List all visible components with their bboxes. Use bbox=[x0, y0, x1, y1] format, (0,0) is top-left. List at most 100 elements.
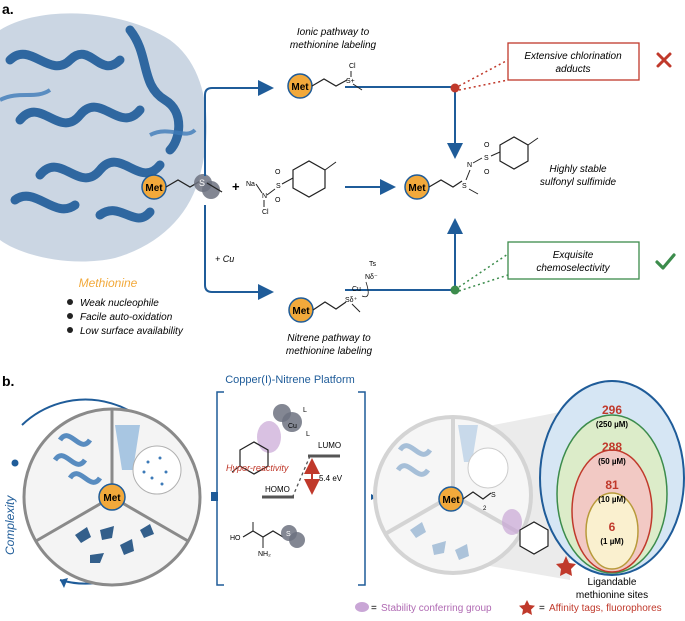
sites-conc-10: (10 µM) bbox=[598, 495, 626, 504]
legend-symbol-2: = bbox=[539, 603, 545, 614]
chemoselectivity-line1: Exquisite bbox=[553, 250, 594, 261]
copper-nitrene: L L Cu bbox=[231, 404, 310, 475]
svg-text:N: N bbox=[262, 193, 267, 200]
svg-text:O: O bbox=[275, 169, 281, 176]
chlorination-box bbox=[507, 42, 640, 81]
legend-text-stability: Stability conferring group bbox=[381, 603, 492, 614]
legend: = Stability conferring group = Affinity … bbox=[355, 600, 662, 615]
ionic-dotted-line bbox=[458, 59, 509, 87]
svg-text:Sδ⁺: Sδ⁺ bbox=[345, 297, 358, 304]
legend-symbol-1: = bbox=[371, 603, 377, 614]
hyper-reactivity-label: Hyper-reactivity bbox=[226, 463, 289, 473]
plus-cu-label: + Cu bbox=[215, 254, 234, 264]
bracket-marker bbox=[211, 492, 218, 501]
methionine-bullets: Weak nucleophile Facile auto-oxidation L… bbox=[67, 298, 184, 337]
nitrene-node bbox=[450, 285, 460, 295]
sites-count-250: 296 bbox=[602, 403, 622, 417]
bullet-low-availability: Low surface availability bbox=[80, 326, 184, 337]
met-label-nitrene: Met bbox=[292, 306, 310, 317]
svg-text:S: S bbox=[484, 155, 489, 162]
svg-text:S: S bbox=[286, 531, 291, 538]
svg-text:S+: S+ bbox=[346, 78, 355, 85]
ionic-node bbox=[450, 83, 460, 93]
legend-text-affinity: Affinity tags, fluorophores bbox=[549, 603, 662, 614]
svg-text:O: O bbox=[484, 142, 490, 149]
labeled-wheel: Met 2 S bbox=[373, 410, 576, 580]
svg-text:S: S bbox=[491, 492, 496, 499]
plus-sign: + bbox=[232, 179, 240, 194]
complexity-wheel: Met bbox=[11, 398, 202, 588]
sites-conc-250: (250 µM) bbox=[596, 420, 629, 429]
met-label-wheel: Met bbox=[103, 493, 121, 504]
affinity-star-icon bbox=[556, 556, 576, 576]
svg-text:Ts: Ts bbox=[369, 261, 377, 268]
nitrene-dotted-line bbox=[458, 253, 509, 288]
svg-text:Cu: Cu bbox=[352, 286, 361, 293]
svg-text:HO: HO bbox=[230, 535, 241, 542]
nitrene-pathway-line2: methionine labeling bbox=[286, 346, 373, 357]
panel-b-label: b. bbox=[2, 373, 14, 389]
nitrene-pathway-line1: Nitrene pathway to bbox=[287, 333, 371, 344]
svg-text:O: O bbox=[275, 197, 281, 204]
protein-structure bbox=[0, 13, 207, 262]
met-label: Met bbox=[145, 183, 163, 194]
svg-text:N: N bbox=[467, 162, 472, 169]
sulfimide-product: Met S N S O O bbox=[404, 136, 539, 200]
sites-count-10: 81 bbox=[605, 478, 619, 492]
svg-text:Cu: Cu bbox=[288, 423, 297, 430]
svg-text:Nδ⁻: Nδ⁻ bbox=[365, 274, 378, 281]
platform-bracket bbox=[216, 391, 366, 586]
sites-conc-50: (50 µM) bbox=[598, 457, 626, 466]
ligandable-sites-chart: 296 (250 µM) 288 (50 µM) 81 (10 µM) 6 (1… bbox=[539, 380, 685, 576]
met-label-wheel-right: Met bbox=[442, 495, 460, 506]
energy-gap-label: 5.4 eV bbox=[319, 474, 343, 483]
chlorination-line2: adducts bbox=[555, 64, 590, 75]
svg-text:2: 2 bbox=[483, 506, 487, 512]
bullet-weak-nucleophile: Weak nucleophile bbox=[80, 298, 159, 309]
chlorination-line1: Extensive chlorination bbox=[524, 51, 622, 62]
svg-text:L: L bbox=[306, 431, 310, 438]
chemoselectivity-line2: chemoselectivity bbox=[536, 263, 610, 274]
svg-text:NH₂: NH₂ bbox=[258, 551, 271, 558]
ionic-pathway-line2: methionine labeling bbox=[290, 40, 377, 51]
sites-caption-line1: Ligandable bbox=[588, 577, 637, 588]
met-label-product: Met bbox=[408, 183, 426, 194]
sites-caption-line2: methionine sites bbox=[576, 590, 648, 601]
svg-text:S: S bbox=[462, 183, 467, 190]
nitrene-intermediate: Met Ts Nδ⁻ Cu Sδ⁺ bbox=[288, 261, 378, 323]
sites-count-1: 6 bbox=[609, 520, 616, 534]
ionic-pathway-line1: Ionic pathway to bbox=[297, 27, 370, 38]
methionine-structure: HO NH₂ S bbox=[230, 522, 305, 558]
cross-icon bbox=[656, 52, 672, 68]
product-label-line2: sulfonyl sulfimide bbox=[540, 177, 617, 188]
sulfur-atom: S bbox=[199, 178, 205, 188]
reaction-arrows bbox=[204, 80, 463, 300]
panel-a-label: a. bbox=[2, 1, 14, 17]
homo-label: HOMO bbox=[265, 485, 290, 494]
stability-group-swatch bbox=[355, 602, 369, 612]
svg-text:Cl: Cl bbox=[262, 209, 269, 216]
chloramine-t-reagent: Na N Cl S O O bbox=[246, 160, 337, 216]
lumo-label: LUMO bbox=[318, 441, 341, 450]
bullet-auto-oxidation: Facile auto-oxidation bbox=[80, 312, 173, 323]
ionic-intermediate: Met S+ Cl bbox=[287, 63, 363, 99]
svg-text:Na: Na bbox=[246, 181, 255, 188]
check-icon bbox=[655, 253, 676, 270]
complexity-label: Complexity bbox=[3, 495, 17, 555]
affinity-tag-star-icon bbox=[519, 600, 535, 615]
sites-count-50: 288 bbox=[602, 440, 622, 454]
svg-text:O: O bbox=[484, 169, 490, 176]
chemoselectivity-box bbox=[507, 241, 640, 280]
platform-title: Copper(I)-Nitrene Platform bbox=[225, 374, 355, 386]
svg-text:S: S bbox=[276, 183, 281, 190]
svg-text:Cl: Cl bbox=[349, 63, 356, 70]
product-label-line1: Highly stable bbox=[549, 164, 607, 175]
methionine-reactant: Met S bbox=[141, 174, 223, 200]
methionine-title: Methionine bbox=[79, 276, 138, 290]
met-label-ionic: Met bbox=[291, 82, 309, 93]
sites-1uM-ring bbox=[585, 492, 639, 570]
svg-text:L: L bbox=[303, 407, 307, 414]
energy-diagram: LUMO HOMO Hyper-reactivity 5.4 eV bbox=[226, 441, 343, 499]
sites-conc-1: (1 µM) bbox=[600, 537, 624, 546]
